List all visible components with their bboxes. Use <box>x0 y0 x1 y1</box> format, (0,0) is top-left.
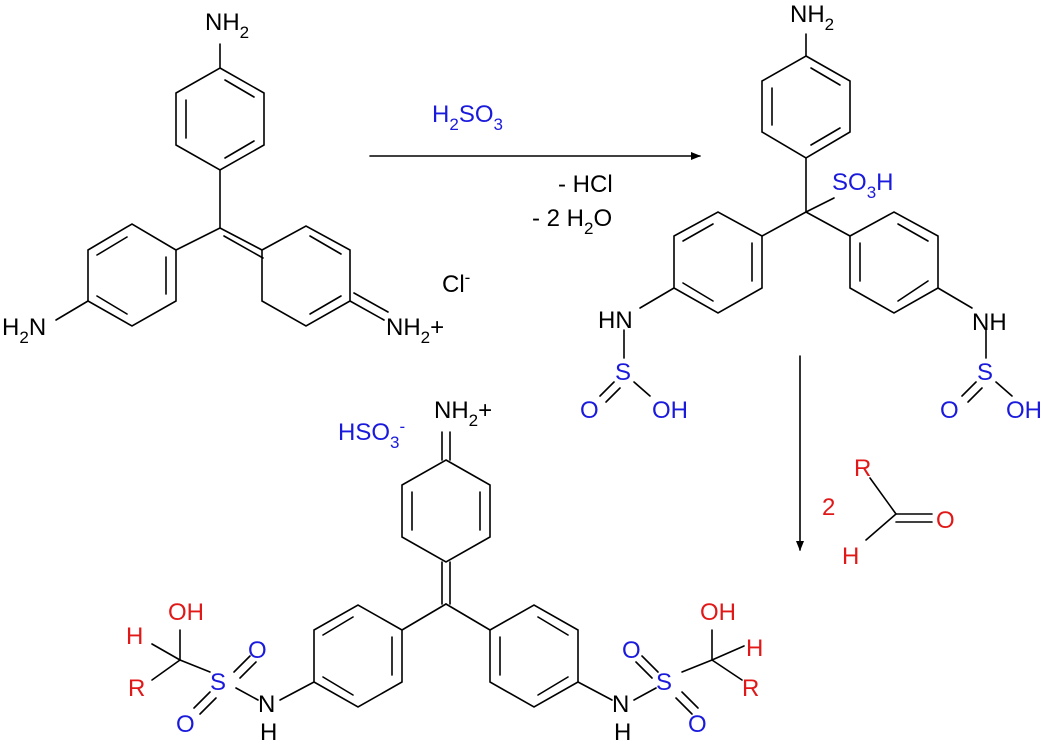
molecule-2-left-sulfur-label: S <box>615 359 631 386</box>
molecule-3-left-sulfur-label: S <box>210 669 226 696</box>
molecule-3-left-hydrogen-label: H <box>126 623 143 650</box>
molecule-3-left-nh-hydrogen-label: H <box>260 719 277 746</box>
molecule-3-right-sulfur-label: S <box>656 669 672 696</box>
molecule-3-right-hydroxyl-label: OH <box>700 599 736 626</box>
molecule-3-left-hydroxyl-label: OH <box>168 599 204 626</box>
molecule-3-right-nh-hydrogen-label: H <box>614 719 631 746</box>
hcl-byproduct-label: - HCl <box>558 171 613 198</box>
molecule-2-left-oxo-label: O <box>580 397 599 424</box>
water-byproduct-label: - 2 H2O <box>532 205 612 238</box>
molecule-1-bonds <box>55 43 389 327</box>
molecule-3-left-r-group-label: R <box>128 675 145 702</box>
molecule-2-right-nh-label: NH <box>972 309 1007 336</box>
sulfonic-acid-group-label: SO3H <box>832 169 894 202</box>
aldehyde-hydrogen-label: H <box>842 543 859 570</box>
molecule-2-right-sulfur-label: S <box>977 359 993 386</box>
chloride-counterion-label: Cl- <box>442 268 470 298</box>
molecule-3-left-oxo-top-label: O <box>248 637 267 664</box>
molecule-3-right-nitrogen-label: N <box>612 691 629 718</box>
molecule-3-right-oxo-top-label: O <box>622 637 641 664</box>
sulfurous-acid-reagent-label: H2SO3 <box>432 101 503 134</box>
molecule-2-left-nh-label: HN <box>598 307 633 334</box>
molecule-2-right-hydroxyl-label: OH <box>1006 397 1042 424</box>
aldehyde-oxygen-label: O <box>936 507 955 534</box>
molecule-3-iminium-label: NH2+ <box>434 397 492 430</box>
molecule-3-right-r-group-label: R <box>742 675 759 702</box>
molecule-3-right-oxo-bottom-label: O <box>688 711 707 738</box>
molecule-3-bonds <box>151 431 745 715</box>
molecule-1-iminium-label: NH2+ <box>386 314 444 347</box>
bisulfite-counterion-label: HSO3- <box>338 417 405 452</box>
molecule-3-left-nitrogen-label: N <box>258 691 275 718</box>
molecule-3-right-hydrogen-label: H <box>746 635 763 662</box>
molecule-2-right-oxo-label: O <box>940 397 959 424</box>
aldehyde-bonds <box>865 477 933 541</box>
aldehyde-coefficient-label: 2 <box>822 494 835 521</box>
aldehyde-r-group-label: R <box>854 455 871 482</box>
molecule-2-top-amine-label: NH2 <box>790 1 834 34</box>
molecule-3-left-oxo-bottom-label: O <box>176 711 195 738</box>
molecule-2-bonds <box>599 33 1013 403</box>
molecule-1-left-amine-label: H2N <box>2 314 46 347</box>
molecule-1-top-amine-label: NH2 <box>205 9 249 42</box>
molecule-2-left-hydroxyl-label: OH <box>652 397 688 424</box>
